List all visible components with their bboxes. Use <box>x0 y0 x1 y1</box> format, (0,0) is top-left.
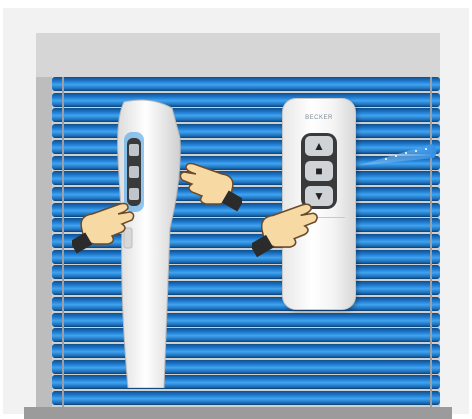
shutter-slat <box>52 77 440 91</box>
shutter-guide-left <box>62 77 64 407</box>
shutter-slat <box>52 391 440 405</box>
pointing-hand-icon <box>252 190 326 264</box>
shutter-side-rail <box>36 77 52 407</box>
shutter-bottom-rail <box>24 407 452 419</box>
signal-beam-icon <box>356 140 440 174</box>
shutter-guide-right <box>430 77 432 407</box>
pointing-hand-icon <box>72 190 142 260</box>
pointing-hand-icon <box>172 150 242 220</box>
up-button[interactable]: ▲ <box>305 136 333 156</box>
shutter-headbox <box>36 33 440 77</box>
brand-label: BECKER <box>283 115 355 121</box>
stop-button[interactable]: ■ <box>305 161 333 181</box>
